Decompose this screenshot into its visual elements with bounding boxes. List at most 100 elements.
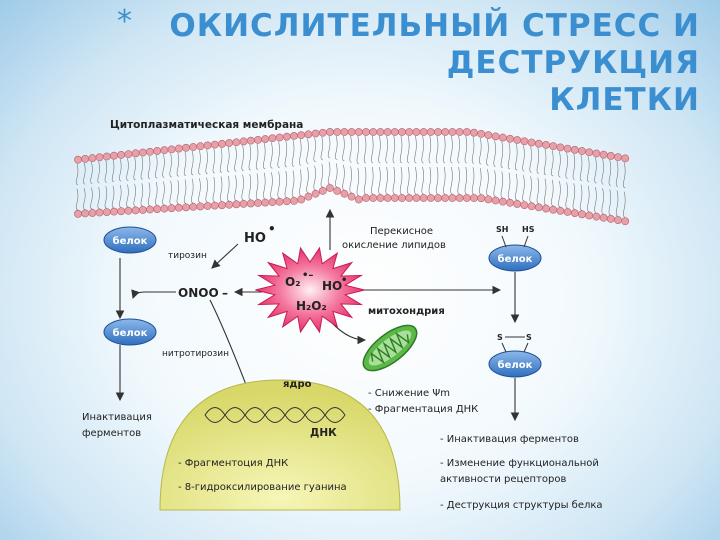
lipid-head [498,133,507,142]
lipid-head [398,194,406,202]
lipid-head [556,206,565,215]
lipid-head [376,194,385,202]
lipid-tail [111,185,115,208]
lipid-head [311,129,320,138]
lipid-tail [133,183,136,207]
lipid-tail [198,150,201,175]
lipid-head [362,128,370,136]
lipid-tail [378,135,381,164]
lipid-tail [313,137,316,162]
lipid-tail [399,166,403,195]
lipid-head [254,135,262,144]
lipid-tail [579,154,583,181]
lipid-tail [306,167,309,193]
lipid-tail [291,139,295,167]
lipid-head [513,200,522,208]
lipid-head [261,135,270,143]
ho-radical-label: HO [244,231,266,246]
lipid-head [189,203,198,211]
onoo-label: ONOO [178,286,219,300]
lipid-tail [414,166,417,195]
lipid-head [290,196,298,205]
lipid-head [462,194,471,202]
lipid-tail [83,162,86,185]
lipid-tail [363,166,367,195]
lipid-tail [104,160,108,183]
membrane-tails [75,135,626,218]
lipid-tail [551,150,554,177]
arrow-ho-to-onoo [211,243,239,269]
s-left-label: S [497,333,503,342]
lipid-tail [615,161,619,187]
protein-effect-2: - Изменение функциональной [440,458,599,469]
lipid-head [203,202,212,210]
lipid-head [74,209,82,218]
lipid-head [369,194,378,202]
lipid-head [362,194,370,202]
lipid-tail [558,181,561,208]
title-bullet: * [117,4,132,39]
dna-label: ДНК [310,427,337,439]
lipid-head [606,215,615,223]
lipid-tail [587,185,590,212]
dna-helix [204,407,346,423]
lipid-tail [219,176,223,202]
s-right-bond [523,342,529,353]
lipid-head [614,153,622,162]
lipid-tail [284,140,288,168]
lipid-tail [392,135,396,164]
superoxide-dot: •– [302,270,313,281]
mito-effect-1: - Снижение Ψm [368,388,450,399]
lipid-tail [263,172,266,199]
lipid-head [333,186,342,195]
lipid-tail [97,186,100,209]
lipid-head [563,144,572,153]
lipid-head [88,209,97,217]
lipid-head [131,149,140,158]
lipid-tail [615,190,619,217]
lipid-head [426,128,435,136]
lipid-head [570,209,579,218]
lipid-tail [428,166,432,195]
lipid-tail [234,175,237,201]
lipid-head [138,206,147,214]
lipid-head [513,136,522,144]
peroxide-label: H₂O₂ [296,299,327,313]
lipid-tail [486,139,489,166]
lipid-head [563,208,572,216]
lipid-tail [500,141,504,168]
lipid-tail [90,187,93,210]
lipid-head [333,128,342,136]
lipid-tail [601,188,604,215]
lipid-tail [255,173,259,200]
lipid-tail [507,142,511,170]
lipid-head [203,141,212,150]
lipid-head [484,131,493,140]
lipid-tail [183,151,187,176]
lipid-tail [371,166,374,195]
lipid-tail [515,173,518,201]
lipid-head [426,194,435,202]
lipid-tail [601,158,604,185]
lipid-tail [133,157,136,181]
lipid-tail [342,135,345,162]
lipid-head [441,194,450,202]
lipid-head [455,194,464,202]
protein-label: белок [498,253,533,265]
lipid-tail [565,182,568,209]
protein-label: белок [113,327,148,339]
lipid-tail [277,171,280,199]
lipid-head [311,189,320,198]
lipid-head [239,199,248,208]
lipid-head [585,211,594,220]
lipid-tail [270,142,273,169]
lipid-tail [270,172,273,199]
lipid-tail [327,135,331,159]
lipid-tail [75,163,79,186]
lipid-tail [443,166,446,195]
lipid-head [542,204,550,213]
lipid-head [592,149,601,158]
lipid-tail [623,191,626,218]
lipid-tail [450,166,453,195]
lipid-tail [140,183,144,207]
